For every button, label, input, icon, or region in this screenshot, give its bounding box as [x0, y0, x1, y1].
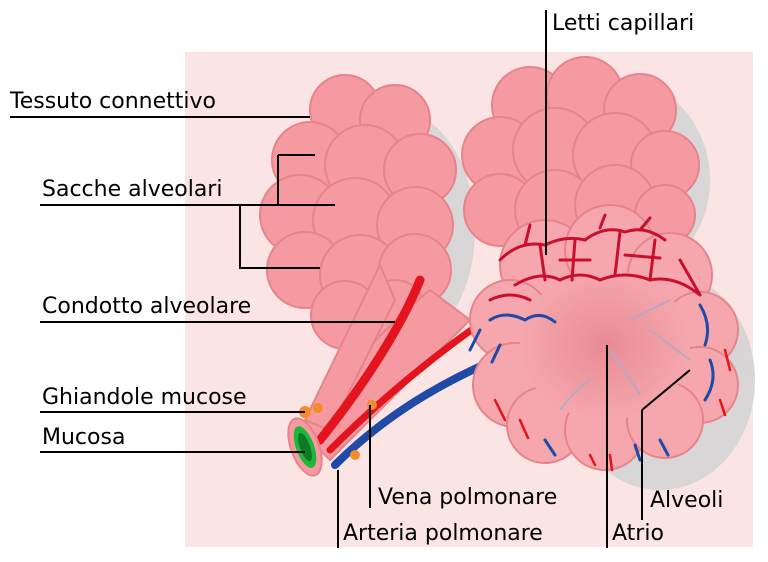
label-atrio: Atrio: [612, 521, 664, 546]
label-arteria-polmonare: Arteria polmonare: [343, 521, 543, 546]
label-letti-capillari: Letti capillari: [552, 11, 694, 36]
label-alveoli: Alveoli: [650, 488, 723, 513]
label-tessuto-connettivo: Tessuto connettivo: [9, 89, 216, 114]
label-vena-polmonare: Vena polmonare: [378, 485, 557, 510]
label-condotto-alveolare: Condotto alveolare: [42, 294, 251, 319]
airflow-arrows: [559, 299, 691, 411]
mucous-glands: [299, 400, 377, 460]
label-sacche-alveolari: Sacche alveolari: [42, 177, 222, 202]
leader-lines: [10, 10, 691, 548]
label-mucosa: Mucosa: [42, 425, 125, 450]
atrium: [520, 270, 690, 420]
label-ghiandole-mucose: Ghiandole mucose: [42, 385, 247, 410]
